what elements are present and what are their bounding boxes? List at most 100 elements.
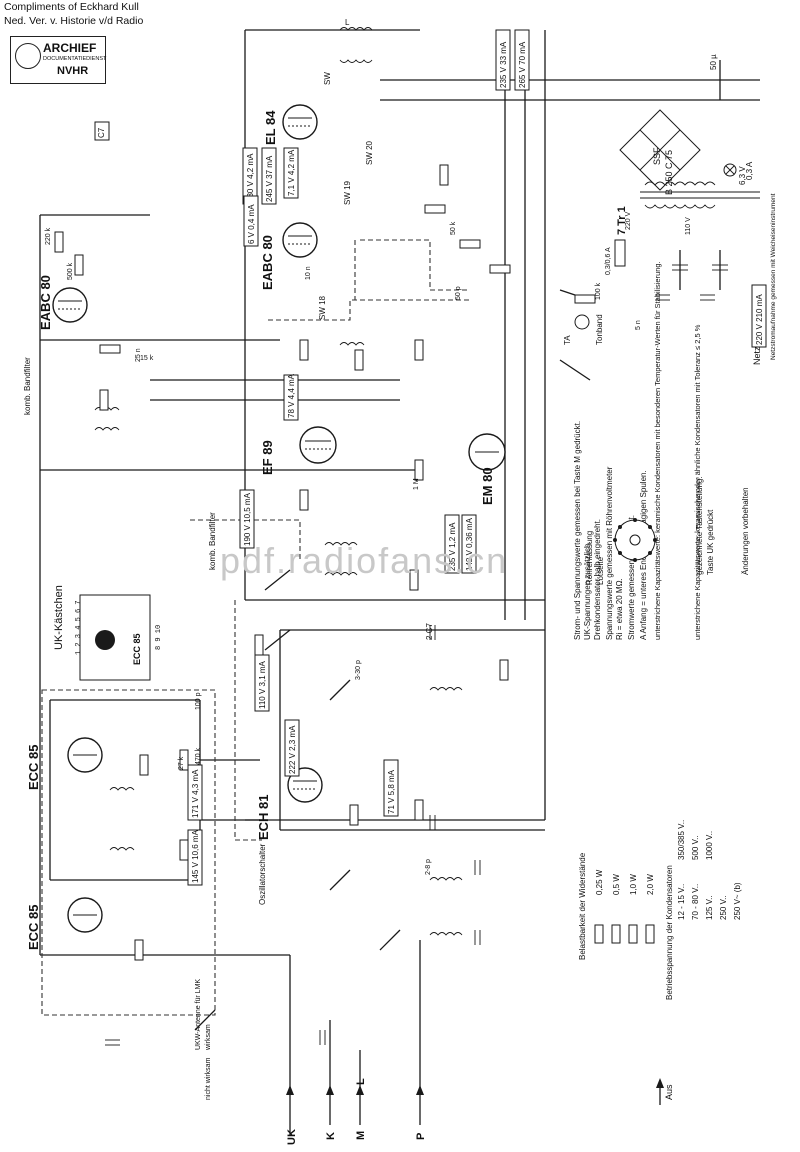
- label-c-2-8p: 2-8 p: [425, 859, 432, 875]
- label-sw18: SW 18: [318, 295, 327, 320]
- legend-v5: 250 V~ (b): [733, 882, 742, 920]
- label-sw19: SW 19: [343, 180, 352, 205]
- tube-label-em80: EM 80: [480, 467, 495, 505]
- watermark: pdf.radiofans.cn: [220, 540, 509, 581]
- legend-kapaz-2: unterstrichene Kapazitätswerte: keramisc…: [693, 324, 702, 640]
- label-c-25n: 25 n: [135, 348, 142, 362]
- legend-mess-ri: Ri = etwa 20 MΩ.: [615, 578, 624, 640]
- netzstrom-label: Netzstromaufnahme gemessen mit Weicheise…: [770, 193, 777, 360]
- label-220v: 220 V: [625, 211, 632, 230]
- legend-v6: 350/385 V..: [677, 820, 686, 860]
- rectifier-label: B 250 C 75: [664, 150, 674, 195]
- fuse-label: 0,3/0,6 A: [605, 247, 612, 275]
- meas-m15: 145 V 10,6 mA: [191, 829, 200, 883]
- tube-label-eabc80-top: EABC 80: [260, 235, 275, 290]
- cap-50u-label: 50 µ: [709, 54, 718, 70]
- meas-m5: 7,1 V 4,2 mA: [287, 149, 296, 196]
- uk-kaestchen: UK-Kästchen 1 2 3 4 5 6 7 8 9 10 ECC 85: [53, 585, 163, 681]
- meas-m1: 235 V 33 mA: [499, 41, 508, 88]
- label-r-100k: 100 k: [595, 282, 602, 300]
- legend-v4: 250 V..: [719, 895, 728, 920]
- legend-belastbarkeit: Belastbarkeit der Widerstände: [578, 852, 587, 960]
- meas-m16: 220 V 210 mA: [755, 294, 764, 345]
- ukw-antenna-label: UKW-Antenne für LMK: [195, 979, 202, 1050]
- block-labels: komb. Bandfilter komb. Bandfilter Oszill…: [23, 121, 267, 1100]
- credits-line-1: Compliments of Eckhard Kull: [4, 1, 139, 13]
- ssf-label: SSF: [652, 147, 662, 165]
- stamp-title: ARCHIEF: [43, 41, 97, 55]
- tube-eabc80-top: EABC 80: [260, 222, 318, 290]
- bandfilter-label-1: komb. Bandfilter: [23, 357, 32, 415]
- label-r-1M: 1 M: [413, 478, 420, 490]
- band-p: P: [415, 1133, 427, 1140]
- legend-roehrenfassung: Röhrenfassung: [585, 531, 594, 585]
- meas-m11: 110 V 3,1 mA: [258, 660, 267, 709]
- label-r-500k: 500 k: [67, 262, 74, 280]
- netz-label: Netz: [752, 346, 762, 365]
- legend-mess-drehko: Drehkondensator halb eingedreht.: [593, 519, 602, 640]
- credits-line-2: Ned. Ver. v. Historie v/d Radio: [4, 15, 144, 27]
- tube-label-ech81: ECH 81: [256, 794, 271, 840]
- label-speaker: L: [345, 18, 350, 27]
- label-r-220k: 220 k: [45, 227, 52, 245]
- label-r-470k: 470 k: [195, 747, 202, 765]
- legend-w3: 1,0 W: [629, 874, 638, 895]
- label-r-27k: 27 k: [178, 756, 185, 770]
- tube-ecc85-b: ECC 85: [26, 897, 103, 950]
- meas-m7: 78 V 4,4 mA: [287, 373, 296, 418]
- uk-tube-label: ECC 85: [132, 633, 142, 665]
- tube-ef89: EF 89: [260, 426, 337, 475]
- meas-m10: 142 V 0,36 mA: [465, 517, 474, 571]
- meas-m9: 235 V 1,2 mA: [448, 522, 457, 571]
- legend-v3: 125 V..: [705, 895, 714, 920]
- label-110v: 110 V: [685, 217, 692, 235]
- legend-mess-heading: Strom- und Spannungswerte gemessen bei T…: [573, 421, 582, 640]
- tube-label-el84: EL 84: [263, 110, 278, 145]
- lamp-label: 6,3 V: [738, 166, 747, 185]
- legend: Strom- und Spannungswerte gemessen bei T…: [573, 261, 750, 1105]
- power-supply: B 250 C 75 SSF 7 Tr 1 0,3/0,6 A 0,3 A 6,…: [605, 54, 777, 365]
- legend-loetseite: Lötseite: [596, 556, 605, 585]
- tube-ech81: ECH 81: [256, 767, 323, 840]
- passive-components: [54, 164, 715, 1046]
- stamp-subtitle: DOCUMENTATIEDIENST: [43, 56, 107, 62]
- label-c-5n: 5 n: [635, 320, 642, 330]
- label-ta: TA: [563, 335, 572, 345]
- legend-mess-uk: UK-Spannungen zusätzlich.: [583, 541, 592, 640]
- band-k: K: [325, 1132, 337, 1140]
- fuse2-label: 0,3 A: [745, 161, 754, 180]
- label-c-50p: 50 p: [455, 286, 462, 300]
- legend-v2: 70 - 80 V..: [691, 884, 700, 920]
- label-r-15k: 15 k: [140, 355, 154, 362]
- meas-m14: 171 V 4,3 mA: [191, 769, 200, 818]
- switches: [194, 289, 591, 1031]
- meas-m2: 265 V 70 mA: [518, 41, 527, 88]
- tube-el84: EL 84: [263, 104, 318, 145]
- uk-kaestchen-label: UK-Kästchen: [53, 585, 65, 650]
- component-labels: 220 k 500 k 25 n 10 n 1 M 50 k 100 k 50 …: [45, 18, 692, 875]
- meas-m13: 71 V 5,8 mA: [387, 769, 396, 814]
- label-c-10n: 10 n: [305, 266, 312, 280]
- legend-w2: 0,5 W: [612, 874, 621, 895]
- legend-mess-strom: Stromwerte gemessen mit Multizet.: [627, 515, 636, 640]
- cabinet-code: C7: [97, 127, 106, 138]
- label-tonband: Tonband: [595, 314, 604, 345]
- tube-label-ef89: EF 89: [260, 440, 275, 475]
- label-sw: SW: [323, 72, 332, 85]
- shield-outlines: [41, 239, 470, 1016]
- label-2c7: 2 C7: [425, 623, 434, 640]
- tube-em80: EM 80: [468, 433, 506, 505]
- legend-betrieb: Betriebsspannung der Kondensatoren: [665, 865, 674, 1000]
- seal-icon: [15, 43, 41, 69]
- measurement-boxes: 235 V 33 mA 265 V 70 mA 230 V 4,2 mA 245…: [187, 29, 530, 886]
- tube-eabc80-left: EABC 80: [38, 275, 88, 330]
- archive-stamp: ARCHIEF DOCUMENTATIEDIENST NVHR: [10, 36, 106, 84]
- meas-m6: 6 V 0,4 mA: [247, 204, 256, 244]
- legend-v8: 1000 V..: [705, 831, 714, 860]
- legend-taste-uk: Taste UK gedrückt: [706, 509, 715, 575]
- meas-m3: 230 V 4,2 mA: [246, 153, 255, 202]
- legend-v1: 12 - 15 V..: [677, 884, 686, 920]
- wirksam-label: wirksam: [205, 1024, 212, 1051]
- band-uk: UK: [286, 1129, 298, 1145]
